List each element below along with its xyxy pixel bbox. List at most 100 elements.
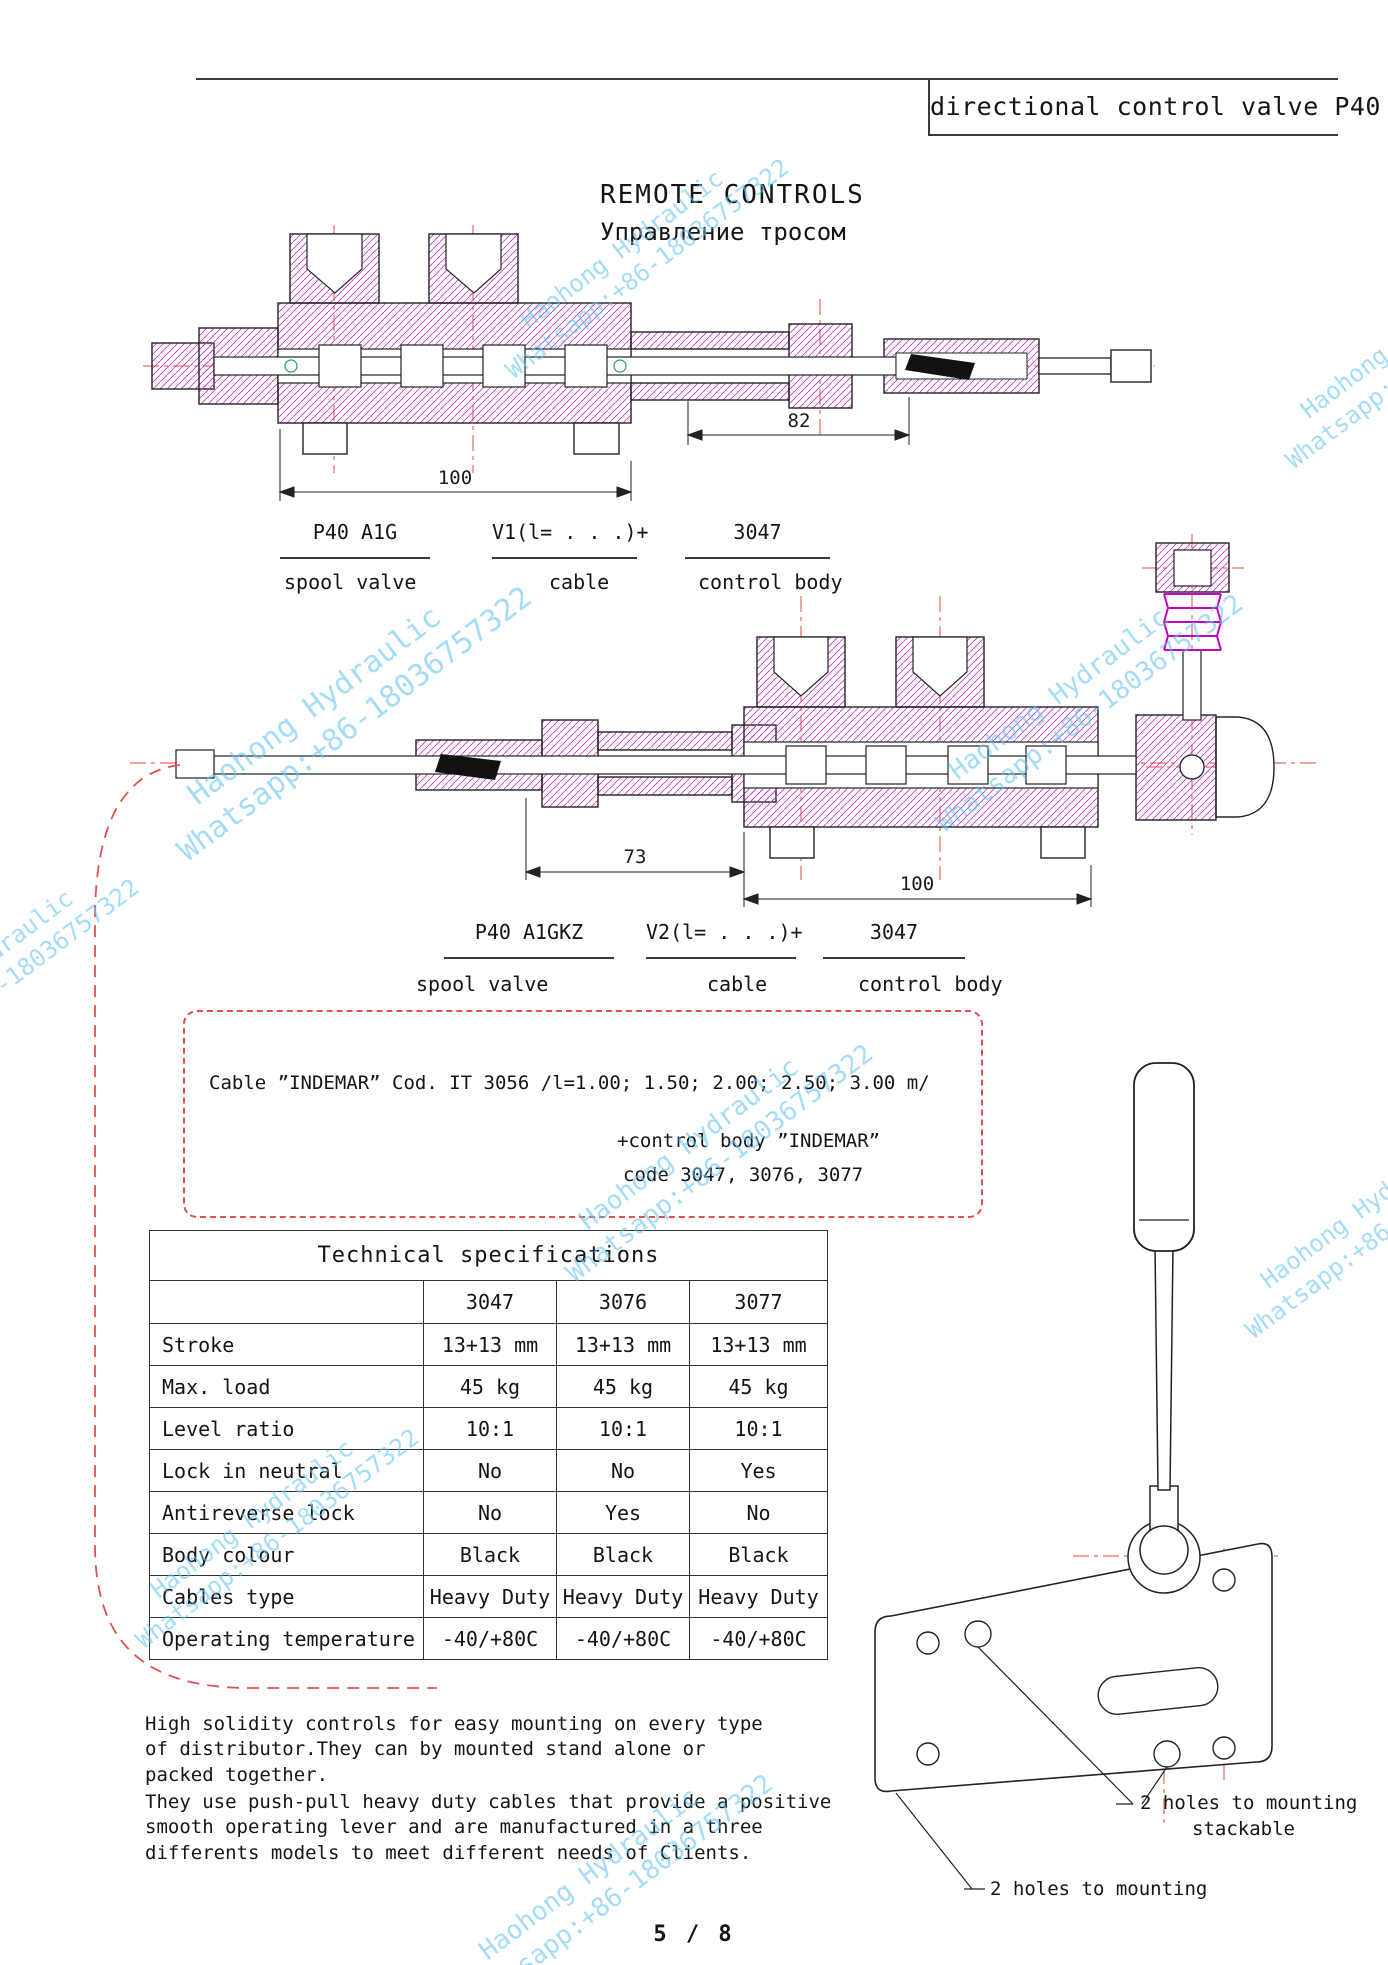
spec-row-label: Cables type (149, 1575, 424, 1618)
annotation-mounting: 2 holes to mounting (990, 1878, 1208, 1900)
dim-cable-82: 82 (788, 410, 811, 432)
page-header: directional control valve P40 (930, 92, 1381, 121)
watermark: Haohong HydraulicWhatsapp:+86-1803675732… (1261, 218, 1388, 477)
spec-row-stroke: Stroke 13+13 mm 13+13 mm 13+13 mm (149, 1323, 828, 1366)
header-tick (928, 78, 930, 134)
description-paragraph-2: They use push-pull heavy duty cables tha… (145, 1791, 832, 1864)
spec-row-lock-neutral: Lock in neutral No No Yes (149, 1449, 828, 1492)
spec-row-level-ratio: Level ratio 10:1 10:1 10:1 (149, 1407, 828, 1450)
cable-wedge (435, 754, 501, 780)
mounting-plate (874, 1542, 1273, 1793)
spec-cell: 13+13 mm (689, 1323, 828, 1366)
spec-cell: 45 kg (689, 1365, 828, 1408)
drawing2-code-body: 3047 (823, 920, 965, 959)
lever-drawing (874, 1062, 1283, 1890)
spec-row-label: Antireverse lock (149, 1491, 424, 1534)
drawing2-desc-body: control body (858, 972, 1003, 996)
dimension-lines (524, 798, 1093, 907)
spec-row-body-colour: Body colour Black Black Black (149, 1533, 828, 1576)
valve-drawing-top: 82 100 (143, 225, 1155, 501)
dim-cable-73: 73 (624, 846, 647, 868)
spec-col-header-3076: 3076 (556, 1280, 690, 1324)
spec-cell: -40/+80C (423, 1617, 557, 1660)
spec-cell: 10:1 (556, 1407, 690, 1450)
spec-row-max-load: Max. load 45 kg 45 kg 45 kg (149, 1365, 828, 1408)
lever-ball (1139, 1525, 1189, 1575)
spec-cell: Yes (556, 1491, 690, 1534)
watermark: Haohong HydraulicWhatsapp:+86-1803675732… (0, 848, 146, 1107)
leader-lines (895, 1646, 1168, 1890)
spec-col-header-3077: 3077 (689, 1280, 828, 1324)
spec-cell: No (423, 1449, 557, 1492)
watermark-line: Whatsapp:+86-18036757322 (0, 873, 145, 1105)
dim-valve-100: 100 (900, 873, 934, 895)
page-subtitle: Управление тросом (600, 218, 846, 246)
mounting-feet (302, 422, 620, 455)
lever-handle (1133, 1062, 1195, 1252)
valve-body-hatched (151, 233, 1040, 424)
drawing1-code-spool: P40 A1G (280, 520, 430, 559)
lever-boot-bellows (1163, 593, 1222, 651)
drawing2-desc-cable: cable (707, 972, 768, 996)
description-paragraph-1: High solidity controls for easy mounting… (145, 1713, 763, 1786)
drawing2-desc-spool: spool valve (416, 972, 549, 996)
spec-cell: Black (689, 1533, 828, 1576)
drawing1-desc-cable: cable (549, 570, 610, 594)
drawing1-desc-body: control body (698, 570, 843, 594)
spec-col-header-3047: 3047 (423, 1280, 557, 1324)
seal-left (284, 359, 298, 373)
cable-connector (895, 349, 1152, 383)
page-number: 5 / 8 (653, 1922, 735, 1947)
pivot-joint (1179, 754, 1205, 780)
spec-row-label: Operating temperature (149, 1617, 424, 1660)
top-rule (196, 78, 1338, 80)
spec-cell: -40/+80C (556, 1617, 690, 1660)
annotation-stackable: stackable (1192, 1818, 1295, 1840)
header-underline (928, 134, 1338, 136)
cable-note-line1: Cable ”INDEMAR” Cod. IT 3056 /l=1.00; 1.… (209, 1072, 930, 1094)
spec-cell: 10:1 (423, 1407, 557, 1450)
drawing2-code-cable: V2(l= . . .)+ (646, 920, 803, 959)
dim-valve-100: 100 (438, 467, 472, 489)
watermark-line: Haohong Hydraulic (1295, 254, 1388, 425)
lever-shaft (1154, 1245, 1174, 1491)
slot (1097, 1667, 1219, 1715)
spec-cell: Heavy Duty (423, 1575, 557, 1618)
spec-col-header-empty (149, 1280, 424, 1324)
spec-cell: 45 kg (423, 1365, 557, 1408)
spec-row-label: Stroke (149, 1323, 424, 1366)
drawing1-code-cable: V1(l= . . .)+ (492, 520, 649, 559)
annotation-mounting-stackable: 2 holes to mounting (1140, 1792, 1358, 1814)
spec-cell: 13+13 mm (556, 1323, 690, 1366)
page-title: REMOTE CONTROLS (600, 180, 865, 210)
spec-cell: Black (423, 1533, 557, 1576)
spec-row-antireverse: Antireverse lock No Yes No (149, 1491, 828, 1534)
spool-bore (213, 344, 897, 388)
spec-row-temperature: Operating temperature -40/+80C -40/+80C … (149, 1617, 828, 1660)
spec-table-title: Technical specifications (149, 1230, 828, 1281)
spec-cell: No (423, 1491, 557, 1534)
spec-table: Technical specifications 3047 3076 3077 … (149, 1230, 828, 1660)
spec-cell: No (689, 1491, 828, 1534)
spec-cell: Heavy Duty (689, 1575, 828, 1618)
mounting-holes (964, 1620, 1181, 1768)
centerlines (130, 534, 1318, 880)
spec-cell: 13+13 mm (423, 1323, 557, 1366)
spec-row-label: Max. load (149, 1365, 424, 1408)
cable-note-line2: +control body ”INDEMAR” (617, 1130, 881, 1152)
stack-holes (916, 1568, 1236, 1766)
seal-right (613, 359, 627, 373)
spec-cell: No (556, 1449, 690, 1492)
drawing2-code-spool: P40 A1GKZ (444, 920, 614, 959)
mounting-feet (769, 826, 1086, 859)
watermark-line: Whatsapp:+86-18036757322 (1280, 243, 1388, 475)
valve-drawing-bottom: 73 100 (130, 534, 1318, 907)
spec-cell: Yes (689, 1449, 828, 1492)
spec-row-label: Lock in neutral (149, 1449, 424, 1492)
drawing1-desc-spool: spool valve (284, 570, 417, 594)
cable-note-line3: code 3047, 3076, 3077 (623, 1164, 864, 1186)
spec-row-label: Level ratio (149, 1407, 424, 1450)
spec-cell: -40/+80C (689, 1617, 828, 1660)
spec-cell: 10:1 (689, 1407, 828, 1450)
